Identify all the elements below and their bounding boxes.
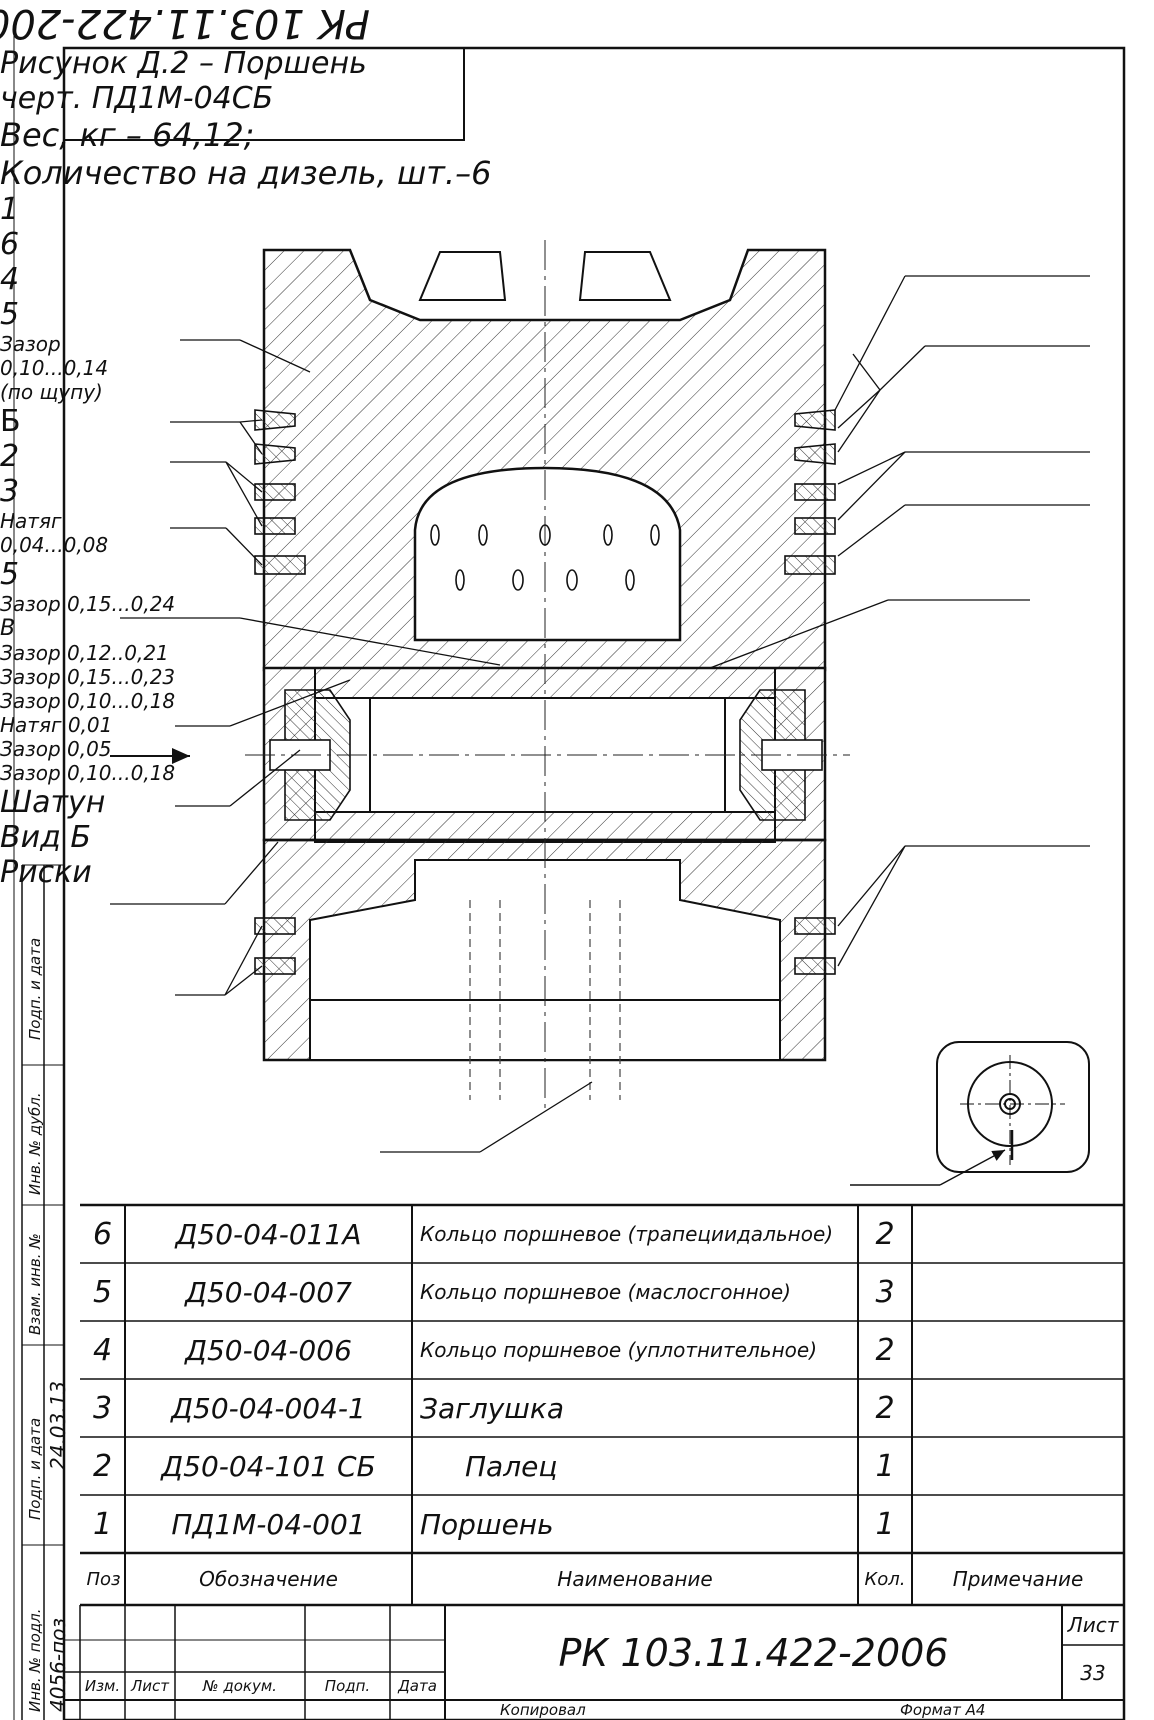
gap-right-4: Зазор 0,10...0,18 bbox=[0, 689, 176, 713]
sheet-number: 33 bbox=[1080, 1660, 1106, 1685]
shatun-label: Шатун bbox=[0, 785, 106, 820]
title-block-doc-code: РК 103.11.422-2006 bbox=[558, 1630, 949, 1675]
spec-row-6-name: Кольцо поршневое (трапециидальное) bbox=[420, 1222, 834, 1246]
gap-right-2: Зазор 0,12..0,21 bbox=[0, 641, 169, 665]
side-podp-data-bottom: Подп. и дата bbox=[26, 1417, 44, 1520]
spec-row-1-qty: 1 bbox=[875, 1506, 895, 1542]
gap-left-value: 0,10...0,14 bbox=[0, 356, 109, 380]
sheet-frame bbox=[13, 30, 1126, 1720]
natyag-right: Натяг 0,01 bbox=[0, 713, 113, 737]
view-b-title: Вид Б bbox=[0, 820, 91, 855]
leader-lines bbox=[110, 275, 1090, 1153]
gap-left-note: (по щупу) bbox=[0, 380, 103, 404]
copied-label: Копировал bbox=[500, 1701, 586, 1719]
side-inv-podl: Инв. № подл. bbox=[26, 1608, 44, 1712]
spec-row-3-name: Заглушка bbox=[420, 1391, 564, 1425]
side-handwritten-inv: 4056-поз bbox=[46, 1617, 70, 1712]
v-label: В bbox=[0, 616, 16, 641]
spec-row-2-name: Палец bbox=[465, 1449, 558, 1483]
spec-grid bbox=[64, 1203, 1124, 1720]
spec-row-3-code: Д50-04-004-1 bbox=[171, 1391, 366, 1425]
rotated-code-box bbox=[63, 47, 465, 141]
view-b bbox=[850, 1041, 1090, 1186]
natyag-left-value: 0,04...0,08 bbox=[0, 533, 109, 557]
format-label: Формат А4 bbox=[900, 1701, 986, 1719]
spec-row-5-name: Кольцо поршневое (маслосгонное) bbox=[420, 1280, 791, 1304]
piston-section bbox=[245, 240, 850, 1110]
caption-line-3: Вес, кг – 64,12; bbox=[0, 116, 255, 154]
side-inv-dubl: Инв. № дубл. bbox=[26, 1092, 44, 1195]
spec-row-4-name: Кольцо поршневое (уплотнительное) bbox=[420, 1338, 817, 1362]
sheet-label: Лист bbox=[1067, 1613, 1119, 1637]
spec-row-4-qty: 2 bbox=[875, 1332, 895, 1368]
caption-line-4: Количество на дизель, шт.–6 bbox=[0, 154, 492, 192]
col-izm: Изм. bbox=[84, 1677, 121, 1695]
spec-row-5-code: Д50-04-007 bbox=[185, 1275, 352, 1309]
spec-row-6-pos: 6 bbox=[92, 1216, 113, 1252]
spec-row-4-code: Д50-04-006 bbox=[185, 1333, 352, 1367]
spec-row-2-pos: 2 bbox=[92, 1448, 113, 1484]
side-handwritten-date: 24.03.13 bbox=[46, 1380, 70, 1470]
side-podp-data-top: Подп. и дата bbox=[26, 937, 44, 1040]
spec-row-6-code: Д50-04-011А bbox=[175, 1217, 362, 1251]
col-dokum: № докум. bbox=[203, 1677, 277, 1695]
gap-right-1: Зазор 0,15...0,24 bbox=[0, 592, 176, 616]
spec-header-pos: Поз bbox=[86, 1568, 121, 1590]
spec-header-name: Наименование bbox=[557, 1567, 713, 1591]
col-data: Дата bbox=[398, 1677, 437, 1695]
view-b-arrow-label: Б bbox=[0, 404, 21, 439]
gap-left-label: Зазор bbox=[0, 332, 61, 356]
spec-row-6-qty: 2 bbox=[875, 1216, 895, 1252]
spec-row-1-pos: 1 bbox=[92, 1506, 113, 1542]
col-list: Лист bbox=[130, 1677, 169, 1695]
natyag-left-label: Натяг bbox=[0, 509, 62, 533]
spec-row-5-pos: 5 bbox=[92, 1274, 113, 1310]
spec-header-note: Примечание bbox=[952, 1567, 1084, 1591]
spec-row-2-qty: 1 bbox=[875, 1448, 895, 1484]
spec-row-1-code: ПД1М-04-001 bbox=[171, 1507, 366, 1541]
side-vzam-inv: Взам. инв. № bbox=[26, 1233, 44, 1335]
spec-row-1-name: Поршень bbox=[420, 1507, 554, 1541]
spec-header-code: Обозначение bbox=[199, 1567, 338, 1591]
spec-row-3-pos: 3 bbox=[92, 1390, 113, 1426]
spec-row-5-qty: 3 bbox=[875, 1274, 895, 1310]
gap-right-6: Зазор 0,10...0,18 bbox=[0, 761, 176, 785]
spec-row-4-pos: 4 bbox=[92, 1332, 113, 1368]
caption-line-1: Рисунок Д.2 – Поршень bbox=[0, 46, 367, 81]
gap-right-3: Зазор 0,15...0,23 bbox=[0, 665, 176, 689]
rotated-doc-code: РК 103.11.422-2006 bbox=[0, 0, 370, 46]
spec-header-qty: Кол. bbox=[864, 1568, 906, 1590]
col-podp: Подп. bbox=[324, 1677, 371, 1695]
spec-row-2-code: Д50-04-101 СБ bbox=[161, 1449, 376, 1483]
spec-row-3-qty: 2 bbox=[875, 1390, 895, 1426]
riski-label: Риски bbox=[0, 855, 92, 890]
gap-right-5: Зазор 0,05 bbox=[0, 737, 112, 761]
caption-line-2: черт. ПД1М-04СБ bbox=[0, 81, 274, 116]
